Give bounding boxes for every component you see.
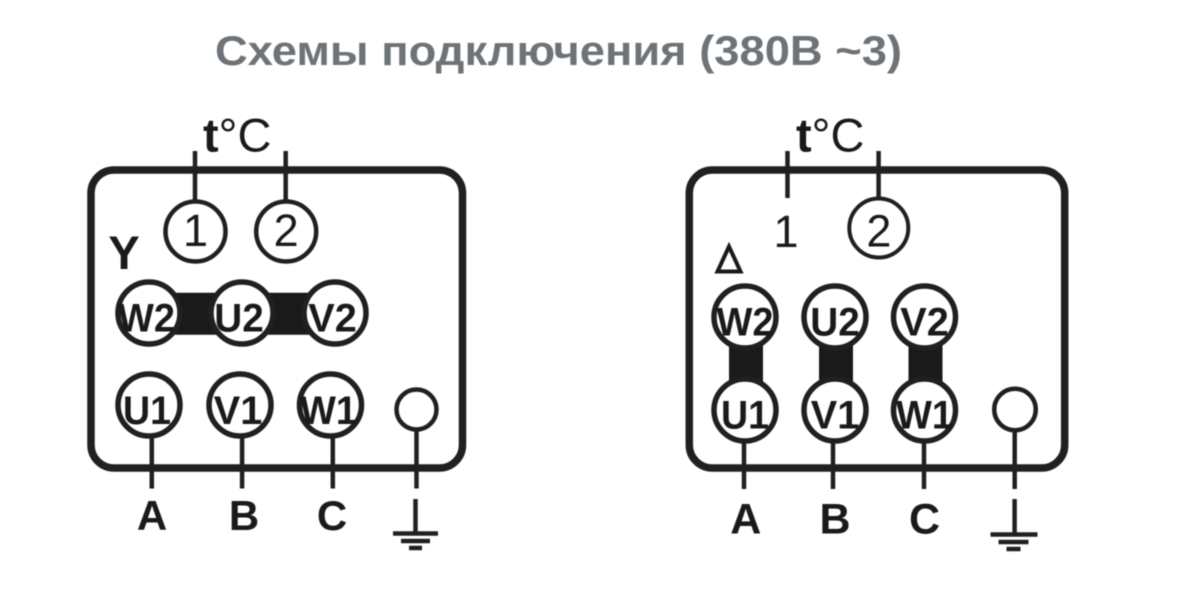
svg-text:W2: W2: [118, 297, 175, 341]
svg-text:W1: W1: [896, 394, 953, 438]
svg-text:W2: W2: [717, 301, 774, 345]
svg-text:A: A: [730, 496, 761, 544]
svg-text:Y: Y: [108, 226, 139, 279]
svg-text:B: B: [819, 496, 850, 544]
svg-text:1: 1: [773, 206, 798, 257]
svg-text:V1: V1: [811, 394, 860, 438]
svg-text:t°C: t°C: [796, 109, 864, 162]
svg-text:A: A: [137, 492, 167, 539]
svg-text:U1: U1: [123, 389, 171, 433]
svg-text:2: 2: [866, 206, 891, 257]
svg-text:Схемы подключения (380В ~3): Схемы подключения (380В ~3): [215, 27, 902, 74]
svg-text:2: 2: [274, 205, 299, 256]
svg-text:W1: W1: [300, 389, 357, 433]
svg-text:U1: U1: [721, 394, 769, 438]
svg-text:t°C: t°C: [203, 109, 271, 162]
svg-text:V2: V2: [900, 301, 949, 345]
svg-text:V2: V2: [308, 297, 357, 341]
svg-text:B: B: [229, 492, 259, 539]
svg-text:1: 1: [183, 205, 208, 256]
svg-text:C: C: [909, 496, 940, 544]
svg-text:U2: U2: [214, 297, 264, 341]
svg-text:C: C: [317, 492, 347, 539]
svg-text:V1: V1: [214, 389, 263, 433]
svg-text:U2: U2: [810, 301, 860, 345]
